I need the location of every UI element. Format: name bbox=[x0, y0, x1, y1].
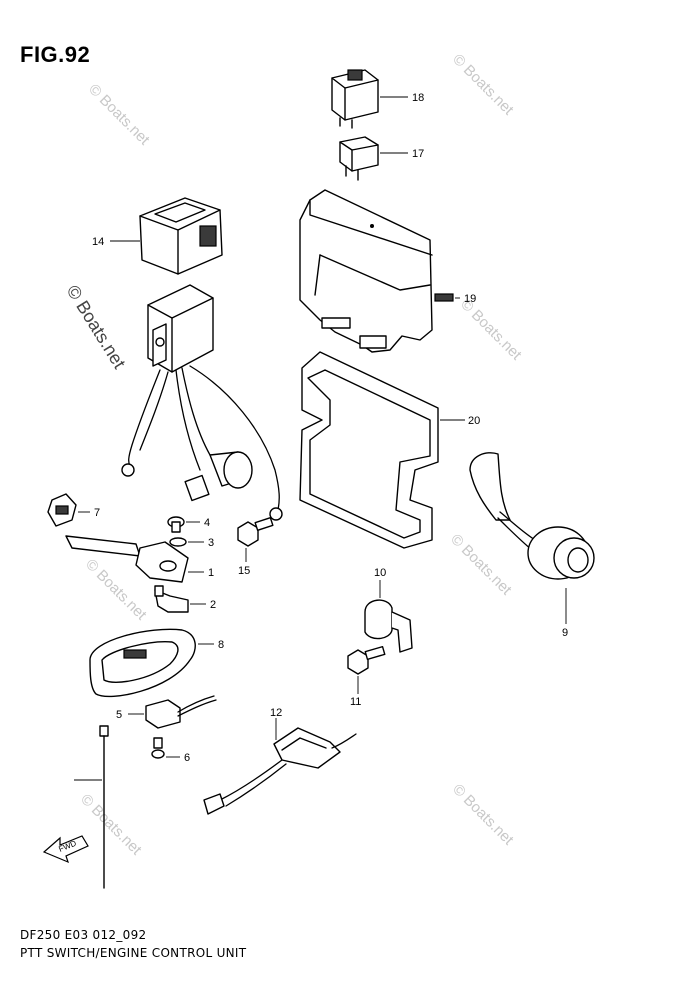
callout-6: 6 bbox=[184, 752, 190, 764]
screw-6 bbox=[151, 737, 165, 759]
callout-19: 18 bbox=[412, 92, 424, 104]
watermark: © Boats.net bbox=[449, 781, 517, 849]
forward-arrow-icon: FWD bbox=[42, 835, 89, 864]
clip-7 bbox=[47, 493, 77, 527]
callout-17: 20 bbox=[468, 415, 480, 427]
callout-12: 12 bbox=[270, 707, 282, 719]
control-unit-harness bbox=[121, 284, 283, 521]
watermark: © Boats.net bbox=[447, 531, 515, 599]
bolt-11 bbox=[347, 645, 386, 675]
watermark: © Boats.net bbox=[63, 282, 130, 373]
callout-3: 3 bbox=[208, 537, 214, 549]
callout-10: 10 bbox=[374, 567, 386, 579]
callout-11: 11 bbox=[350, 696, 361, 708]
connector-cover-14 bbox=[139, 197, 223, 275]
watermark: © Boats.net bbox=[449, 51, 517, 119]
watermark: © Boats.net bbox=[457, 296, 525, 364]
callout-18: 17 bbox=[412, 148, 424, 160]
watermark: © Boats.net bbox=[85, 81, 153, 149]
callout-14: 14 bbox=[92, 236, 104, 248]
callout-9: 9 bbox=[562, 627, 568, 639]
engine-control-unit-16 bbox=[299, 189, 454, 353]
cover-8 bbox=[89, 628, 196, 698]
harness-12 bbox=[203, 727, 357, 815]
cable-tie-20 bbox=[99, 725, 109, 889]
figure-title: FIG.92 bbox=[20, 42, 91, 67]
washer-3 bbox=[169, 537, 187, 547]
callout-15: 15 bbox=[238, 565, 250, 577]
callout-7: 7 bbox=[94, 507, 100, 519]
ecu-cushion-17 bbox=[299, 351, 439, 549]
relay-18 bbox=[339, 136, 379, 181]
screw-4 bbox=[167, 516, 185, 533]
callout-2: 2 bbox=[210, 599, 216, 611]
switch-5 bbox=[145, 695, 217, 729]
callout-5: 5 bbox=[116, 709, 122, 721]
watermark: © Boats.net bbox=[77, 791, 145, 859]
switch-9 bbox=[469, 452, 595, 580]
bracket-10 bbox=[364, 599, 413, 653]
part-2 bbox=[154, 585, 189, 613]
relay-19 bbox=[331, 69, 379, 129]
callout-8: 8 bbox=[218, 639, 224, 651]
callout-1: 1 bbox=[208, 567, 214, 579]
section-name: PTT SWITCH/ENGINE CONTROL UNIT bbox=[20, 946, 247, 960]
callout-4: 4 bbox=[204, 517, 210, 529]
model-code: DF250 E03 012_092 bbox=[20, 928, 147, 942]
callout-16: 19 bbox=[464, 293, 476, 305]
bolt-15 bbox=[237, 517, 274, 547]
sensor-1 bbox=[65, 535, 189, 583]
